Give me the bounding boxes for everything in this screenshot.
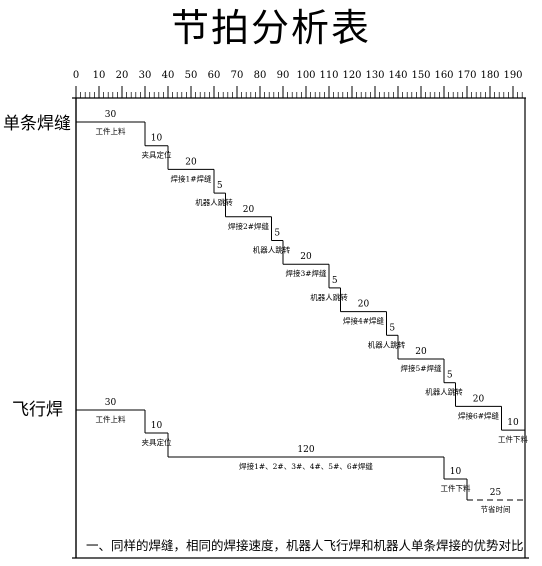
step-label: 机器人跳转 xyxy=(195,197,233,207)
step-duration: 20 xyxy=(473,394,485,404)
axis-tick-label: 80 xyxy=(254,70,267,81)
step-duration: 5 xyxy=(332,276,338,286)
axis-tick-label: 60 xyxy=(208,70,221,81)
step-duration: 10 xyxy=(450,467,462,477)
step-label: 焊接4#焊缝 xyxy=(343,316,385,326)
flying-weld-steps: 30 工件上料 10 夹具定位 120 焊接1#、2#、3#、4#、5#、6#焊缝 10 工件… xyxy=(76,398,524,514)
step-duration: 5 xyxy=(447,371,453,381)
axis-tick-label: 70 xyxy=(231,70,244,81)
axis-tick-label: 0 xyxy=(73,70,79,81)
step-label: 机器人跳转 xyxy=(368,339,406,349)
step-duration: 5 xyxy=(217,181,223,191)
time-axis: 0 10 20 30 40 50 60 70 80 90 100 110 120 130 140 150 160… xyxy=(72,70,526,99)
step-label: 焊接2#焊缝 xyxy=(228,221,270,231)
step-duration: 20 xyxy=(358,300,370,310)
step-label: 工件上料 xyxy=(96,126,126,136)
step-label: 夹具定位 xyxy=(142,150,172,160)
step-label: 夹具定位 xyxy=(142,437,172,447)
axis-tick-label: 120 xyxy=(342,70,361,81)
axis-tick-label: 130 xyxy=(365,70,384,81)
axis-tick-label: 40 xyxy=(162,70,175,81)
step-duration: 30 xyxy=(105,110,117,120)
axis-tick-label: 160 xyxy=(434,70,453,81)
axis-tick-label: 90 xyxy=(277,70,290,81)
diagram-frame xyxy=(72,98,529,559)
step-duration: 20 xyxy=(415,347,427,357)
step-duration: 5 xyxy=(274,229,280,239)
step-label: 机器人跳转 xyxy=(253,245,291,255)
axis-tick-label: 150 xyxy=(411,70,430,81)
step-label: 工件上料 xyxy=(96,414,126,424)
axis-tick-label: 20 xyxy=(116,70,129,81)
step-duration: 5 xyxy=(389,323,395,333)
single-seam-steps: 30 工件上料 10 夹具定位 20 焊接1#焊缝 5 机器人跳转 20 焊接2#焊缝 5 机器人跳转… xyxy=(76,110,528,444)
step-label: 工件下料 xyxy=(498,434,528,444)
axis-tick-label: 110 xyxy=(319,70,338,81)
row-label-flying-weld: 飞行焊 xyxy=(12,400,63,420)
saved-time-duration: 25 xyxy=(490,488,502,498)
row-label-single-seam: 单条焊缝 xyxy=(3,114,71,134)
step-duration: 120 xyxy=(297,445,314,455)
step-label: 焊接6#焊缝 xyxy=(458,410,500,420)
step-label: 焊接1#焊缝 xyxy=(170,173,212,183)
step-label: 焊接5#焊缝 xyxy=(400,363,442,373)
comparison-note: 一、同样的焊缝，相同的焊接速度，机器人飞行焊和机器人单条焊接的优势对比 xyxy=(86,538,524,553)
axis-tick-label: 180 xyxy=(480,70,499,81)
axis-tick-label: 30 xyxy=(139,70,152,81)
saved-time-label: 节省时间 xyxy=(481,504,511,514)
step-duration: 10 xyxy=(151,134,163,144)
axis-tick-label: 190 xyxy=(503,70,522,81)
step-label: 机器人跳转 xyxy=(310,292,348,302)
step-duration: 20 xyxy=(300,252,312,262)
axis-tick-label: 170 xyxy=(457,70,476,81)
step-duration: 20 xyxy=(243,205,255,215)
step-duration: 10 xyxy=(507,418,519,428)
axis-tick-label: 10 xyxy=(93,70,106,81)
axis-tick-label: 100 xyxy=(296,70,315,81)
step-label: 工件下料 xyxy=(441,483,471,493)
page-title: 节拍分析表 xyxy=(170,6,371,50)
step-label: 焊接3#焊缝 xyxy=(285,268,327,278)
step-duration: 20 xyxy=(185,157,197,167)
axis-tick-label: 50 xyxy=(185,70,198,81)
step-duration: 30 xyxy=(105,398,117,408)
step-label: 焊接1#、2#、3#、4#、5#、6#焊缝 xyxy=(239,461,373,471)
step-label: 机器人跳转 xyxy=(425,387,463,397)
step-duration: 10 xyxy=(151,421,163,431)
axis-tick-label: 140 xyxy=(388,70,407,81)
